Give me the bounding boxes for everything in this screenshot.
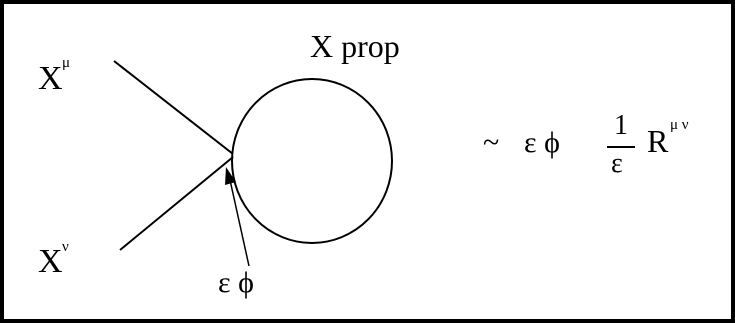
- fraction-bar: [607, 146, 635, 148]
- external-field-top-index: μ: [62, 55, 71, 71]
- result-tensor-indices: μ ν: [670, 117, 689, 133]
- proportional-symbol: ~: [483, 126, 500, 159]
- external-field-top: X: [38, 60, 63, 97]
- vertex-pointer-arrowhead: [225, 167, 236, 185]
- feynman-diagram: [113, 60, 393, 267]
- vertex-label: ε ϕ: [218, 266, 254, 299]
- external-field-bottom: X: [38, 243, 63, 280]
- vertex-pointer-arrow: [229, 179, 250, 267]
- result-prefactor: ε ϕ: [524, 126, 560, 159]
- propagator-loop: [231, 78, 393, 244]
- fraction-numerator: 1: [614, 110, 628, 141]
- loop-label: X prop: [310, 28, 400, 64]
- external-leg-bottom: [119, 156, 234, 251]
- diagram-canvas: [4, 4, 731, 319]
- external-leg-top: [113, 60, 234, 155]
- fraction-denominator: ε: [611, 148, 623, 179]
- external-field-bottom-index: ν: [62, 239, 69, 255]
- result-tensor: R: [647, 123, 669, 159]
